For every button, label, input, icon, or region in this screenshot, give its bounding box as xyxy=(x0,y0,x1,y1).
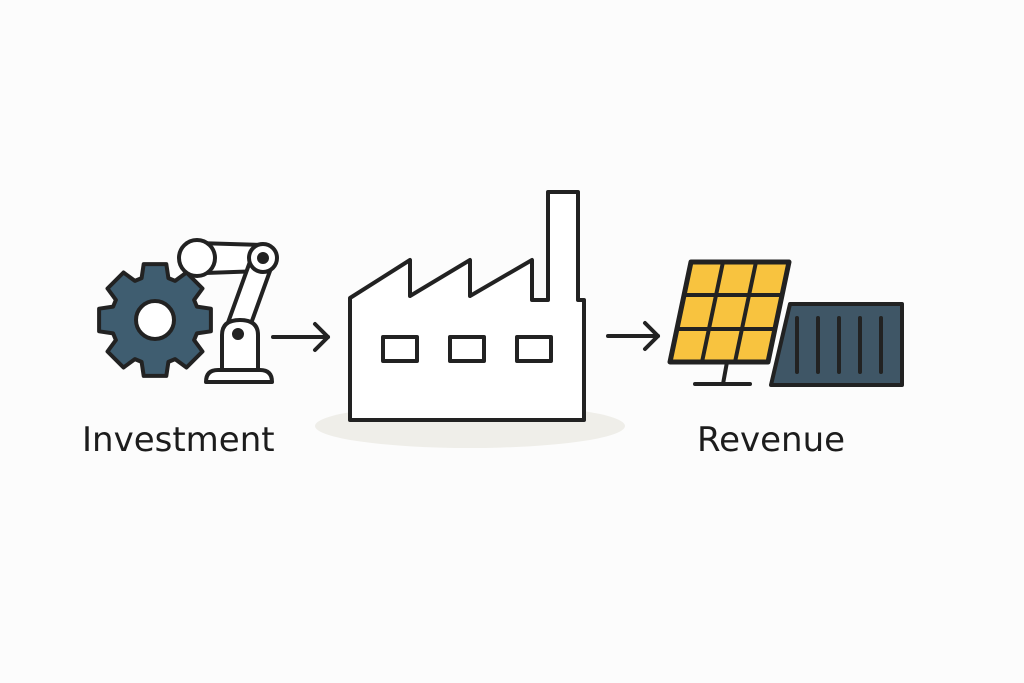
investment-label: Investment xyxy=(82,420,275,460)
battery-container-icon xyxy=(769,302,904,387)
revenue-label: Revenue xyxy=(697,420,846,460)
arrow-right-icon xyxy=(271,322,330,352)
arrow-right-icon xyxy=(606,321,660,351)
solar-panel-icon xyxy=(667,259,792,386)
gear-icon xyxy=(97,262,213,378)
robot-arm-icon xyxy=(177,238,279,384)
factory-icon xyxy=(348,190,586,422)
